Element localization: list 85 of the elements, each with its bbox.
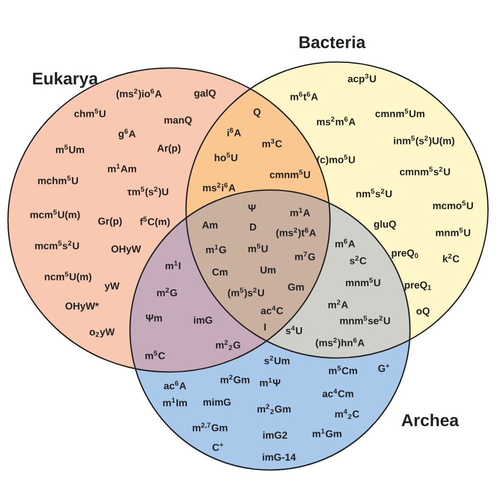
modification-label: m$^{1}$A bbox=[290, 208, 310, 216]
modification-label: m$^{1}$Am bbox=[108, 164, 136, 172]
modification-label: k$^{2}$C bbox=[443, 254, 460, 262]
modification-label: preQ$_{1}$ bbox=[404, 281, 432, 291]
modification-label: chm$^{5}$U bbox=[74, 108, 106, 118]
modification-label: cmnm$^{5}$s$^{2}$U bbox=[400, 166, 450, 176]
modification-label: mcm$^{5}$U(m) bbox=[30, 210, 80, 220]
set-title: Archea bbox=[402, 414, 459, 426]
modification-label: g$^{6}$A bbox=[118, 128, 136, 140]
modification-label: Ψ bbox=[248, 204, 256, 212]
modification-label: (ms$^{2}$)hn$^{6}$A bbox=[316, 338, 364, 348]
modification-label: s$^{2}$C bbox=[350, 256, 366, 264]
modification-label: m$^{6}$A bbox=[335, 238, 355, 248]
modification-label: galQ bbox=[194, 89, 216, 99]
modification-label: mnm$^{5}$U bbox=[436, 228, 470, 236]
modification-label: m$^{5}$Cm bbox=[328, 366, 358, 374]
modification-label: Ψm bbox=[146, 314, 162, 322]
modification-label: mcm$^{5}$s$^{2}$U bbox=[35, 240, 79, 250]
modification-label: m$^{4}$$_{2}$C bbox=[335, 409, 360, 419]
modification-label: m$^{3}$C bbox=[262, 138, 282, 148]
modification-label: m$^{1}$Im bbox=[163, 398, 187, 406]
set-title: Eukarya bbox=[33, 72, 98, 88]
modification-label: manQ bbox=[164, 116, 192, 126]
modification-label: i$^{6}$A bbox=[228, 128, 241, 136]
modification-label: m$^{5}$Um bbox=[56, 144, 84, 154]
modification-label: preQ$_{0}$ bbox=[392, 249, 418, 259]
modification-label: m$^{1}$Gm bbox=[312, 428, 342, 438]
modification-label: mcmo$^{5}$U bbox=[433, 200, 473, 210]
modification-label: OHyW bbox=[111, 245, 141, 255]
modification-label: o$_{2}$yW bbox=[90, 328, 115, 338]
modification-label: Um bbox=[260, 266, 276, 274]
modification-label: s$^{2}$Um bbox=[264, 356, 290, 364]
modification-label: D bbox=[250, 224, 256, 230]
modification-label: Cm bbox=[212, 268, 228, 276]
modification-label: mnm$^{5}$U bbox=[346, 278, 380, 286]
modification-label: ms$^{2}$i$^{6}$A bbox=[203, 182, 236, 192]
modification-label: m$^{1}$Ψ bbox=[260, 378, 280, 386]
modification-label: m$^{5}$C bbox=[145, 350, 165, 360]
modification-label: mimG bbox=[204, 398, 231, 406]
modification-label: m$^{1}$I bbox=[166, 260, 180, 270]
modification-label: Q bbox=[254, 108, 260, 118]
modification-label: ac$^{4}$Cm bbox=[322, 388, 354, 398]
modification-label: Gr(p) bbox=[98, 217, 122, 227]
modification-label: OHyW* bbox=[65, 302, 99, 312]
modification-label: C$^{+}$ bbox=[212, 443, 224, 451]
modification-label: Ar(p) bbox=[157, 144, 180, 154]
modification-label: ho$^{5}$U bbox=[214, 152, 238, 162]
modification-label: m$^{2}$$_{2}$G bbox=[216, 340, 240, 350]
modification-label: cmnm$^{5}$Um bbox=[375, 108, 424, 118]
modification-label: f$^{5}$C(m) bbox=[140, 216, 170, 228]
modification-label: gluQ bbox=[374, 220, 396, 230]
modification-label: m$^{2}$A bbox=[328, 300, 348, 308]
modification-label: imG2 bbox=[263, 431, 288, 439]
modification-label: oQ bbox=[416, 308, 430, 316]
modification-label: m$^{5}$U bbox=[248, 244, 268, 252]
modification-label: ac$^{4}$C bbox=[260, 306, 284, 314]
modification-label: mchm$^{5}$U bbox=[38, 176, 78, 184]
modification-label: s$^{4}$U bbox=[286, 326, 302, 334]
modification-label: ms$^{2}$m$^{6}$A bbox=[317, 116, 356, 126]
modification-label: ac$^{6}$A bbox=[164, 380, 186, 390]
modification-label: m$^{2}$$_{2}$Gm bbox=[258, 404, 291, 414]
modification-label: G$^{+}$ bbox=[378, 364, 390, 372]
modification-label: cmnm$^{5}$U bbox=[270, 170, 310, 178]
modification-label: ncm$^{5}$U(m) bbox=[44, 272, 92, 282]
modification-label: nm$^{5}$s$^{2}$U bbox=[356, 188, 392, 198]
modification-label: m$^{2,7}$Gm bbox=[192, 422, 228, 432]
modification-label: m$^{2}$Gm bbox=[220, 374, 250, 384]
modification-label: imG bbox=[194, 316, 212, 324]
modification-label: mnm$^{5}$se$^{2}$U bbox=[340, 316, 390, 324]
set-title: Bacteria bbox=[300, 36, 366, 48]
modification-label: I bbox=[264, 324, 266, 330]
modification-label: (ms$^{2}$)io$^{6}$A bbox=[116, 88, 162, 100]
modification-label: (ms$^{2}$)t$^{6}$A bbox=[276, 228, 316, 238]
modification-label: m$^{2}$G bbox=[157, 288, 177, 296]
modification-label: m$^{7}$G bbox=[295, 252, 315, 260]
modification-label: m$^{1}$G bbox=[206, 244, 226, 254]
modification-label: m$^{6}$t$^{6}$A bbox=[290, 92, 318, 100]
modification-label: Gm bbox=[288, 283, 304, 291]
modification-label: imG-14 bbox=[262, 453, 296, 461]
modification-label: yW bbox=[104, 282, 120, 292]
modification-label: Am bbox=[202, 222, 218, 228]
modification-label: inm$^{5}$(s$^{2}$)U(m) bbox=[394, 136, 454, 146]
modification-label: (m$^{5}$)s$^{2}$U bbox=[228, 288, 264, 298]
modification-label: acp$^{3}$U bbox=[348, 74, 376, 84]
modification-label: τm$^{5}$(s$^{2}$)U bbox=[127, 186, 168, 198]
